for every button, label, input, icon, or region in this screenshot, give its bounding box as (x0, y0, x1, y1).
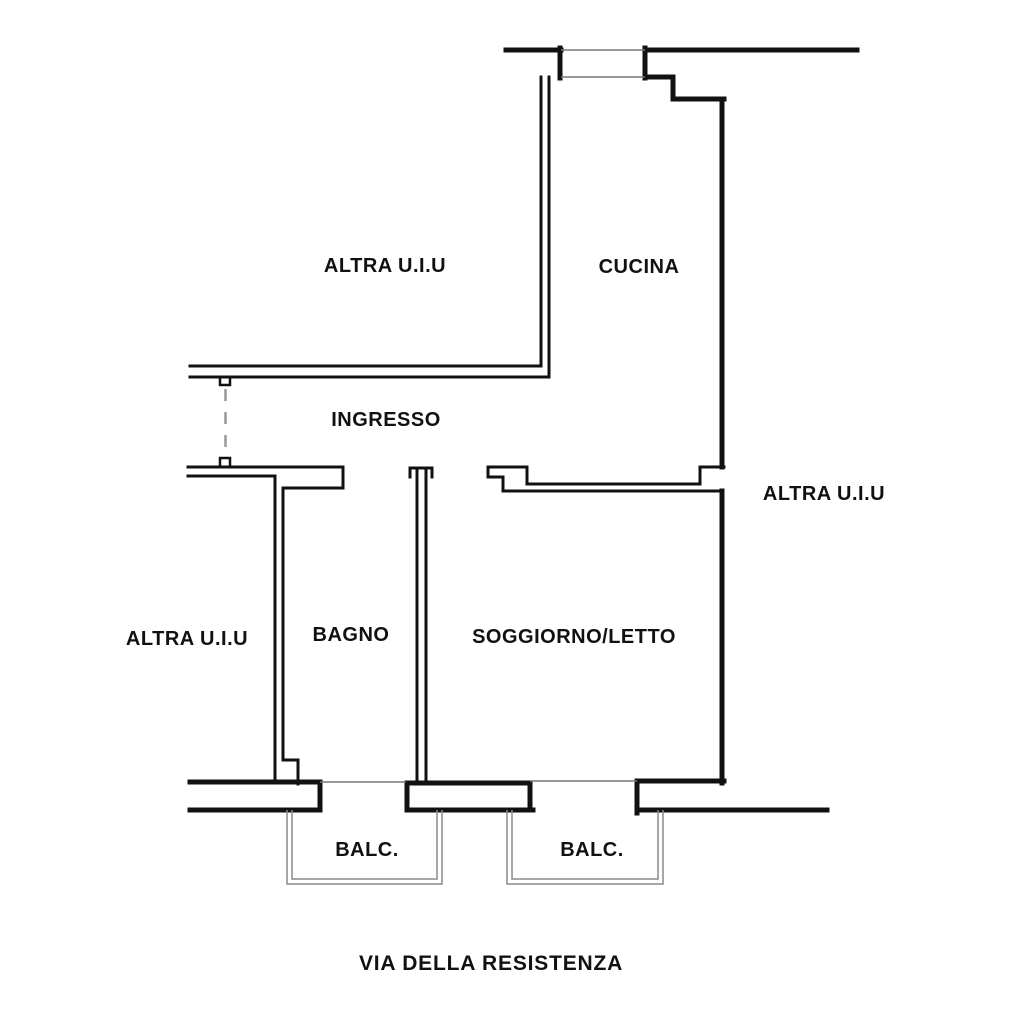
entry-door-jambs (218, 377, 232, 467)
room-label-ingresso: INGRESSO (331, 409, 441, 431)
street-name-label: VIA DELLA RESISTENZA (359, 952, 623, 975)
room-label-bagno: BAGNO (313, 624, 390, 646)
divider-wall-cap (408, 466, 434, 479)
balconies (286, 810, 664, 885)
room-label-altra-uiu-left: ALTRA U.I.U (126, 628, 248, 650)
balcony-door-thresholds (320, 780, 637, 783)
room-label-altra-uiu-right: ALTRA U.I.U (763, 483, 885, 505)
room-label-balcony-left: BALC. (335, 839, 399, 861)
room-label-altra-uiu-top: ALTRA U.I.U (324, 255, 446, 277)
balcony-right-outer-outline (506, 810, 664, 885)
interior-walls (186, 75, 726, 786)
entry-door-jamb-top (218, 377, 232, 387)
balcony-right-inner-outline (511, 810, 659, 880)
exterior-walls (187, 45, 860, 816)
room-label-soggiorno-letto: SOGGIORNO/LETTO (472, 626, 676, 648)
balcony-left-inner-outline (291, 810, 438, 880)
balcony-left-outer-outline (286, 810, 443, 885)
room-label-balcony-right: BALC. (560, 839, 624, 861)
kitchen-window (561, 49, 645, 78)
room-label-cucina: CUCINA (599, 256, 680, 278)
entry-door-jamb-bottom (218, 456, 232, 467)
